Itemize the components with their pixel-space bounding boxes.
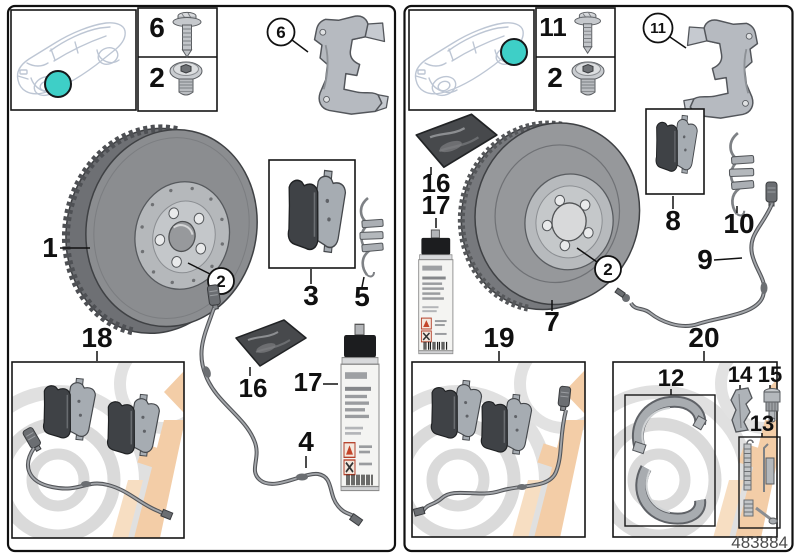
rear-pads-box: 8	[645, 108, 705, 236]
callout-pads[interactable]: 8	[665, 205, 681, 236]
callout-carrier[interactable]: 11	[650, 20, 666, 37]
callout-rear-hub-screw[interactable]: 2	[576, 247, 622, 283]
callout-plug-screw[interactable]: 2	[547, 62, 563, 93]
expander-detail	[738, 393, 742, 429]
rear-cleaner-can: 17	[417, 190, 454, 355]
circled-callout	[594, 255, 622, 283]
callout-carrier[interactable]: 6	[276, 23, 285, 42]
rear-pad-kit-box	[411, 361, 586, 538]
callout-hub-screw[interactable]: 2	[603, 260, 612, 279]
expander-drawing	[730, 387, 753, 433]
fastener-box-border	[535, 7, 616, 112]
callout-pads[interactable]: 3	[303, 280, 319, 311]
cleaner-can-drawing	[417, 229, 454, 355]
cleaner-can-drawing	[339, 323, 381, 492]
leader-line	[713, 257, 743, 261]
rear-brake-panel: 11 2 11 16 17	[403, 4, 794, 553]
doc-number: 483884	[731, 533, 788, 552]
callout-plug-screw[interactable]: 2	[149, 62, 165, 93]
circled-callout	[642, 12, 674, 44]
brake-shoes-drawing	[632, 395, 708, 525]
leader-line	[291, 39, 309, 53]
callout-retaining-clip[interactable]: 10	[723, 208, 754, 239]
callout-wear-sensor[interactable]: 4	[298, 426, 314, 457]
parking-brake-kit-box: 12 14 15	[612, 361, 782, 538]
callout-carrier-bolt[interactable]: 11	[539, 12, 567, 42]
hub-rivet-dots	[140, 186, 225, 285]
front-cleaner-can: 17	[294, 323, 381, 492]
front-fastener-box: 6 2	[137, 7, 218, 112]
callout-front-disc[interactable]: 1	[42, 232, 90, 263]
callout-paste-bag[interactable]: 16	[422, 168, 451, 198]
hardware-box-border	[738, 436, 781, 529]
callout-wear-sensor[interactable]: 9	[697, 244, 713, 275]
callout-disc[interactable]: 1	[42, 232, 58, 263]
wheel-bolt-holes	[541, 194, 594, 252]
adjuster-drawing	[763, 388, 781, 423]
callout-disc[interactable]: 7	[544, 306, 560, 337]
front-retaining-clip: 5	[354, 196, 385, 312]
leader-line	[361, 276, 365, 288]
car-box	[10, 9, 137, 111]
rear-axle-highlight-dot	[500, 38, 528, 66]
rear-car-locator	[408, 9, 535, 111]
callout-pad-kit[interactable]: 19	[483, 322, 514, 353]
rear-caliper-carrier: 11	[642, 12, 759, 120]
callout-adjuster[interactable]: 15	[758, 362, 782, 387]
wheel-bolt-holes	[154, 207, 207, 268]
front-brake-disc	[62, 124, 258, 336]
callout-cleaner-can[interactable]: 17	[422, 190, 451, 220]
rear-retaining-clip: 10	[723, 131, 756, 239]
front-car-locator	[10, 9, 137, 111]
leader-line	[576, 247, 598, 263]
leader-line	[669, 36, 687, 49]
callout-retaining-clip[interactable]: 5	[354, 281, 370, 312]
hardware-kit-drawing	[743, 439, 778, 525]
callout-hardware-kit[interactable]: 13	[750, 411, 774, 436]
callout-pad-kit[interactable]: 18	[81, 322, 112, 353]
leader-line	[187, 262, 211, 275]
front-pads-box: 3	[268, 159, 356, 311]
callout-rear-disc[interactable]: 7	[544, 300, 560, 337]
front-pad-kit-box	[11, 361, 185, 539]
callout-carrier-bolt[interactable]: 6	[149, 12, 165, 43]
rear-paste-bag: 16	[415, 113, 498, 198]
kit-box-border	[612, 361, 778, 538]
kit-box-border	[411, 361, 586, 538]
front-axle-highlight-dot	[44, 70, 72, 98]
circled-callout	[266, 17, 296, 47]
front-caliper-carrier: 6	[266, 15, 390, 116]
rear-wear-sensor: 9	[614, 181, 778, 328]
callout-paste-bag[interactable]: 16	[239, 373, 268, 403]
rear-fastener-box: 11 2	[535, 7, 616, 112]
callout-parking-brake-kit[interactable]: 20	[688, 322, 719, 353]
front-wear-sensor: 4	[199, 283, 364, 527]
callout-cleaner-can[interactable]: 17	[294, 367, 323, 397]
callout-expander[interactable]: 14	[728, 362, 753, 387]
front-brake-panel: 6 2 6	[6, 4, 397, 553]
kit-box-border	[11, 361, 185, 539]
callout-hub-screw[interactable]: 2	[216, 272, 225, 291]
front-paste-bag: 16	[235, 319, 307, 403]
shoes-box-border	[624, 394, 716, 527]
callout-brake-shoes[interactable]: 12	[658, 365, 685, 392]
